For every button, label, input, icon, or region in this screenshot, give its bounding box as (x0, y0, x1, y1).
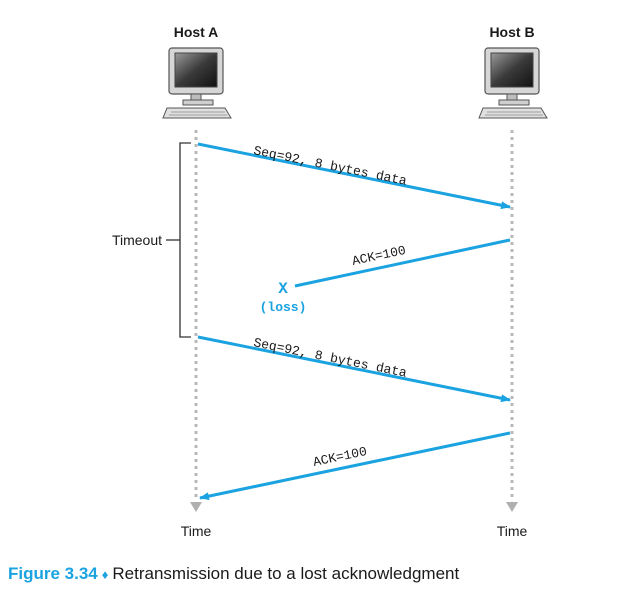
message-arrow-seq-1 (197, 142, 511, 210)
host-a-computer-icon (162, 47, 232, 119)
timeout-bracket (179, 142, 191, 338)
message-arrow-ack (199, 431, 511, 501)
host-a-time-label: Time (181, 523, 212, 539)
host-b-computer-icon (478, 47, 548, 119)
timeout-label: Timeout (112, 232, 162, 248)
host-b-label: Host B (489, 24, 534, 40)
figure-number: Figure 3.34 (8, 564, 98, 583)
message-label-seq-1: Seq=92, 8 bytes data (252, 143, 408, 189)
figure-caption: Figure 3.34♦Retransmission due to a lost… (8, 564, 459, 584)
host-a-label: Host A (174, 24, 219, 40)
caption-text: Retransmission due to a lost acknowledgm… (112, 564, 460, 583)
loss-label: (loss) (260, 300, 307, 315)
host-b-time-label: Time (497, 523, 528, 539)
timing-diagram: Host A Host B Timeout Seq=92, 8 bytes da… (112, 24, 548, 539)
message-arrow-ack-lost (294, 238, 511, 288)
message-arrow-seq-retransmit (197, 335, 511, 403)
host-b-time-arrowhead (506, 502, 518, 512)
message-label-ack: ACK=100 (312, 444, 369, 470)
loss-marker: X (278, 280, 288, 298)
host-a-time-arrowhead (190, 502, 202, 512)
diamond-icon: ♦ (101, 567, 109, 582)
message-label-seq-retransmit: Seq=92, 8 bytes data (252, 335, 408, 381)
